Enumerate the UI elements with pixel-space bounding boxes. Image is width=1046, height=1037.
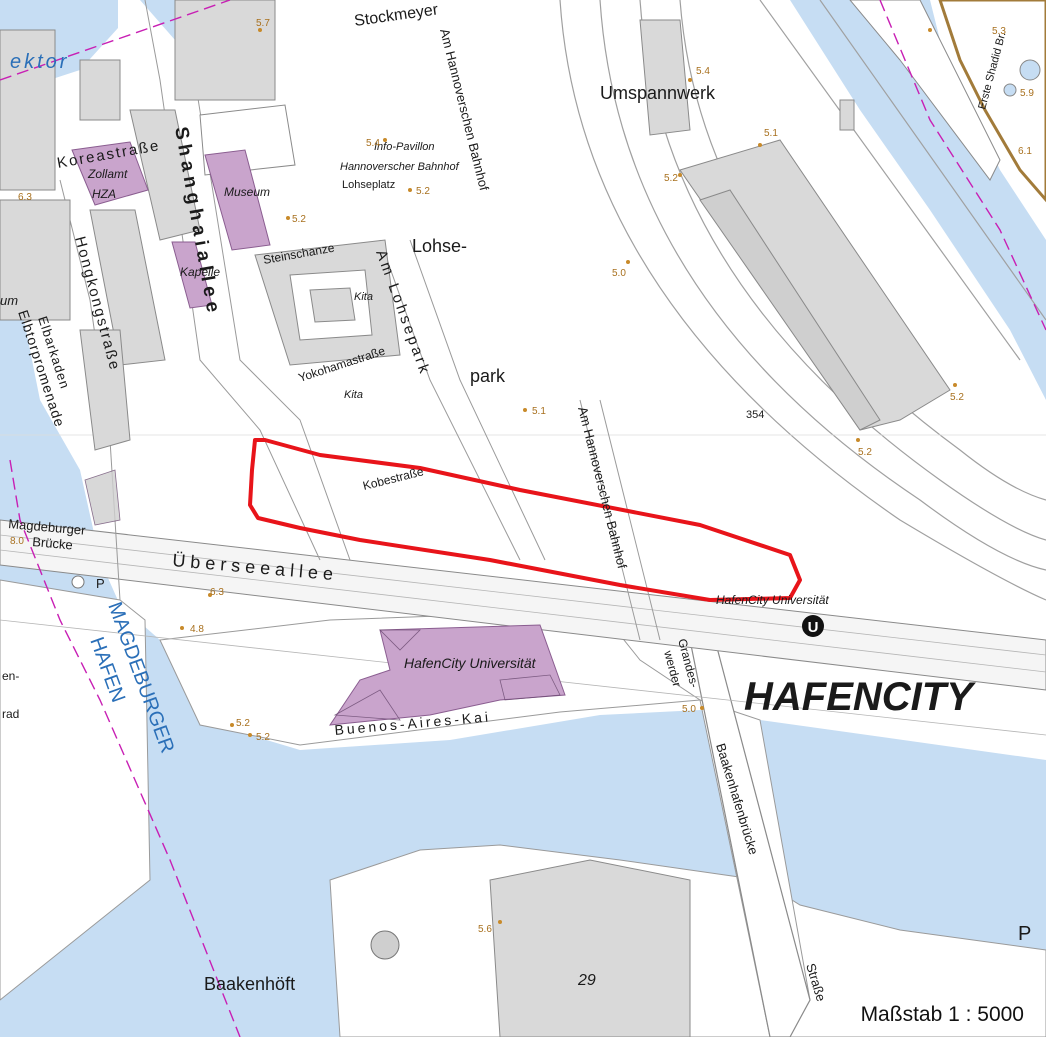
- svg-text:5.2: 5.2: [950, 392, 964, 403]
- hatched-areas: [84, 469, 561, 721]
- label-kita-1: Kita: [354, 291, 373, 303]
- label-magdeburger: Magdeburger: [8, 516, 87, 538]
- label-left-um: um: [0, 293, 18, 308]
- svg-text:5.6: 5.6: [478, 924, 492, 935]
- roundabout-symbol: [370, 930, 400, 960]
- label-hannoverscher-bahnhof: Hannoverscher Bahnhof: [340, 161, 460, 173]
- label-info-pavillon: Info-Pavillon: [374, 141, 435, 153]
- marked-area-outline[interactable]: [248, 438, 802, 602]
- svg-text:5.7: 5.7: [256, 18, 270, 29]
- spot-height-labels: 5.7 5.4 5.2 5.2 5.4 5.1 5.2 5.0 5.1 5.2 …: [10, 18, 1034, 935]
- hcu-building: [328, 624, 566, 726]
- label-kita-2: Kita: [344, 389, 363, 401]
- label-bruecke: Brücke: [32, 534, 74, 552]
- label-oktor: ektor: [10, 51, 69, 73]
- label-354: 354: [746, 409, 764, 421]
- scale-label: Maßstab 1 : 5000: [860, 1003, 1024, 1026]
- svg-text:5.4: 5.4: [366, 138, 380, 149]
- svg-text:5.1: 5.1: [532, 406, 546, 417]
- svg-text:5.3: 5.3: [992, 26, 1006, 37]
- label-lohseplatz: Lohseplatz: [342, 179, 395, 191]
- subway-u-icon[interactable]: U: [802, 615, 824, 637]
- label-umspannwerk: Umspannwerk: [600, 83, 716, 103]
- svg-text:5.4: 5.4: [696, 66, 710, 77]
- label-left-rad: rad: [2, 707, 19, 721]
- svg-text:5.2: 5.2: [664, 173, 678, 184]
- label-left-en: en-: [2, 669, 19, 683]
- svg-text:6.3: 6.3: [18, 192, 32, 203]
- label-park: park: [470, 366, 506, 386]
- label-hafencity: HAFENCITY: [744, 675, 976, 719]
- svg-text:5.2: 5.2: [416, 186, 430, 197]
- svg-text:6.3: 6.3: [210, 587, 224, 598]
- label-zollamt: Zollamt: [87, 167, 128, 181]
- label-29: 29: [577, 972, 596, 989]
- label-hcu-station: HafenCity Universität: [716, 593, 829, 607]
- spot-height-dots: [180, 28, 957, 924]
- svg-text:U: U: [808, 619, 819, 636]
- svg-text:5.2: 5.2: [256, 732, 270, 743]
- svg-text:8.0: 8.0: [10, 536, 24, 547]
- svg-text:5.9: 5.9: [1020, 88, 1034, 99]
- railway-curves: [559, 0, 1046, 601]
- label-hcu-building: HafenCity Universität: [404, 655, 537, 671]
- label-p-right: P: [1018, 923, 1031, 945]
- poi-circle-left: [71, 575, 85, 589]
- svg-text:4.8: 4.8: [190, 624, 204, 635]
- svg-text:5.2: 5.2: [236, 718, 250, 729]
- svg-text:5.1: 5.1: [764, 128, 778, 139]
- svg-text:5.0: 5.0: [682, 704, 696, 715]
- public-buildings: [71, 141, 566, 726]
- label-p-left: P: [96, 576, 105, 591]
- label-baakenhoeft: Baakenhöft: [204, 974, 295, 994]
- label-lohse: Lohse-: [412, 236, 467, 256]
- label-museum: Museum: [224, 185, 270, 199]
- ueberseeallee-road: [0, 519, 1046, 691]
- svg-text:5.0: 5.0: [612, 268, 626, 279]
- label-kapelle: Kapelle: [180, 265, 220, 279]
- label-hza: HZA: [92, 187, 116, 201]
- svg-text:5.2: 5.2: [292, 214, 306, 225]
- buildings: [0, 0, 1001, 1037]
- svg-text:5.2: 5.2: [858, 447, 872, 458]
- svg-text:6.1: 6.1: [1018, 146, 1032, 157]
- island-top-right: [938, 0, 1046, 203]
